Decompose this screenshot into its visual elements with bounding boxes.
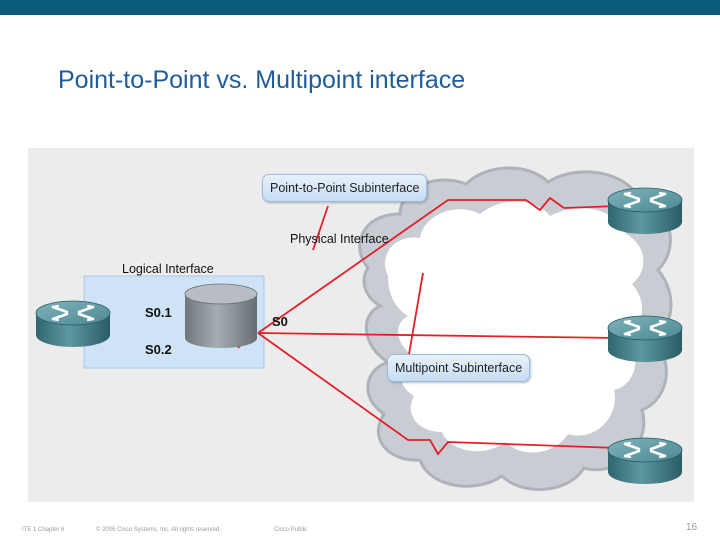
router-left-icon — [34, 299, 112, 349]
footer-chapter: ITE 1 Chapter 6 — [22, 527, 65, 533]
top-banner — [0, 0, 720, 15]
point-to-point-callout: Point-to-Point Subinterface — [262, 174, 428, 202]
network-diagram: Point-to-Point Subinterface Multipoint S… — [28, 148, 694, 502]
physical-interface-label: Physical Interface — [290, 232, 389, 246]
subinterface-s0-1-label: S0.1 — [145, 305, 172, 320]
footer-copyright: © 2006 Cisco Systems, Inc. All rights re… — [96, 527, 221, 533]
central-router — [184, 283, 258, 348]
router-middle-icon — [606, 314, 684, 364]
router-top-icon — [606, 186, 684, 236]
multipoint-callout: Multipoint Subinterface — [387, 354, 531, 382]
logical-interface-label: Logical Interface — [122, 262, 214, 276]
footer-classification: Cisco Public — [274, 527, 308, 533]
physical-port-s0-label: S0 — [272, 314, 288, 329]
slide-title: Point-to-Point vs. Multipoint interface — [58, 66, 466, 94]
router-bottom-icon — [606, 436, 684, 486]
diagram-canvas — [34, 166, 684, 491]
page-number: 16 — [686, 522, 698, 533]
subinterface-s0-2-label: S0.2 — [145, 342, 172, 357]
